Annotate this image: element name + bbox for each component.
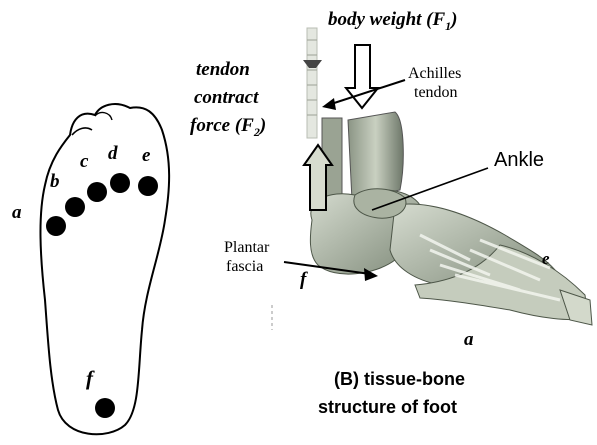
point-b-dot bbox=[65, 197, 85, 217]
achilles-pointer-head bbox=[322, 98, 336, 110]
rod-clip bbox=[303, 60, 322, 68]
body-weight-symbol: (F bbox=[426, 9, 445, 30]
footprint-toe-crease bbox=[72, 128, 92, 135]
label-d: d bbox=[108, 144, 118, 163]
foot-point-f-label: f bbox=[300, 270, 306, 289]
achilles-label-line2: tendon bbox=[414, 85, 458, 101]
point-d-dot bbox=[110, 173, 130, 193]
caption-line1: (B) tissue-bone bbox=[334, 370, 465, 388]
tibia-bone bbox=[348, 112, 403, 200]
label-a: a bbox=[12, 203, 22, 222]
foot-point-a-label: a bbox=[464, 330, 474, 349]
body-weight-close: ) bbox=[451, 9, 457, 30]
point-e-dot bbox=[138, 176, 158, 196]
label-b: b bbox=[50, 172, 60, 191]
caption-line2: structure of foot bbox=[318, 398, 457, 416]
label-c: c bbox=[80, 152, 88, 171]
plantar-label-line1: Plantar bbox=[224, 240, 269, 256]
label-f: f bbox=[86, 368, 93, 389]
ankle-label: Ankle bbox=[494, 150, 544, 170]
footprint-toe-crease-2 bbox=[95, 113, 112, 120]
plantar-label-line2: fascia bbox=[226, 259, 263, 275]
achilles-label-line1: Achilles bbox=[408, 66, 461, 82]
tendon-force-line3: force (F2) bbox=[190, 116, 266, 138]
tendon-force-line1: tendon bbox=[196, 60, 250, 79]
tendon-force-symbol: (F bbox=[235, 115, 254, 136]
body-weight-label: body weight (F1) bbox=[328, 10, 458, 32]
label-e: e bbox=[142, 146, 150, 165]
point-c-dot bbox=[87, 182, 107, 202]
point-a-dot bbox=[46, 216, 66, 236]
body-weight-text: body weight bbox=[328, 9, 421, 30]
tendon-force-close: ) bbox=[260, 115, 266, 136]
foot-point-e-label: e bbox=[542, 250, 550, 267]
tendon-force-line2: contract bbox=[194, 88, 258, 107]
point-f-dot bbox=[95, 398, 115, 418]
measurement-rod bbox=[307, 28, 317, 138]
tendon-force-word: force bbox=[190, 115, 230, 136]
